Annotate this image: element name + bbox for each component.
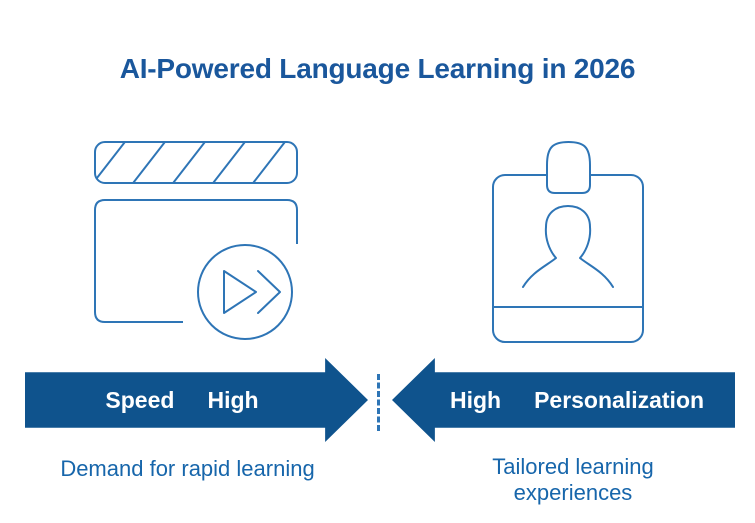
speed-arrow-labels: Speed High bbox=[25, 358, 325, 442]
badge-card bbox=[492, 174, 644, 343]
fast-forward-circle bbox=[197, 244, 293, 340]
clapper-top-bar bbox=[94, 141, 298, 184]
right-caption-line-2: experiences bbox=[513, 480, 633, 505]
personalization-arrow: High Personalization bbox=[392, 358, 735, 442]
fast-forward-triangle bbox=[223, 270, 257, 314]
speed-arrow: Speed High bbox=[25, 358, 368, 442]
person-silhouette bbox=[522, 205, 614, 288]
speed-value-label: High bbox=[207, 386, 259, 413]
right-caption: Tailored learning experiences bbox=[401, 454, 745, 506]
speed-label: Speed bbox=[105, 386, 175, 413]
fast-forward-chevron bbox=[257, 270, 281, 314]
left-caption: Demand for rapid learning bbox=[60, 456, 315, 481]
id-badge-person-icon bbox=[492, 140, 644, 343]
clapperboard-fast-forward-icon bbox=[94, 141, 298, 340]
page-title: AI-Powered Language Learning in 2026 bbox=[119, 53, 636, 84]
center-divider-dashed-line bbox=[377, 374, 380, 431]
personalization-arrow-labels: High Personalization bbox=[435, 358, 735, 442]
clapper-body bbox=[94, 199, 298, 323]
clapper-stripes bbox=[95, 142, 297, 183]
badge-clip bbox=[546, 140, 591, 194]
personalization-value-label: High bbox=[449, 386, 502, 413]
right-caption-line-1: Tailored learning bbox=[492, 454, 654, 479]
personalization-label: Personalization bbox=[534, 386, 705, 413]
